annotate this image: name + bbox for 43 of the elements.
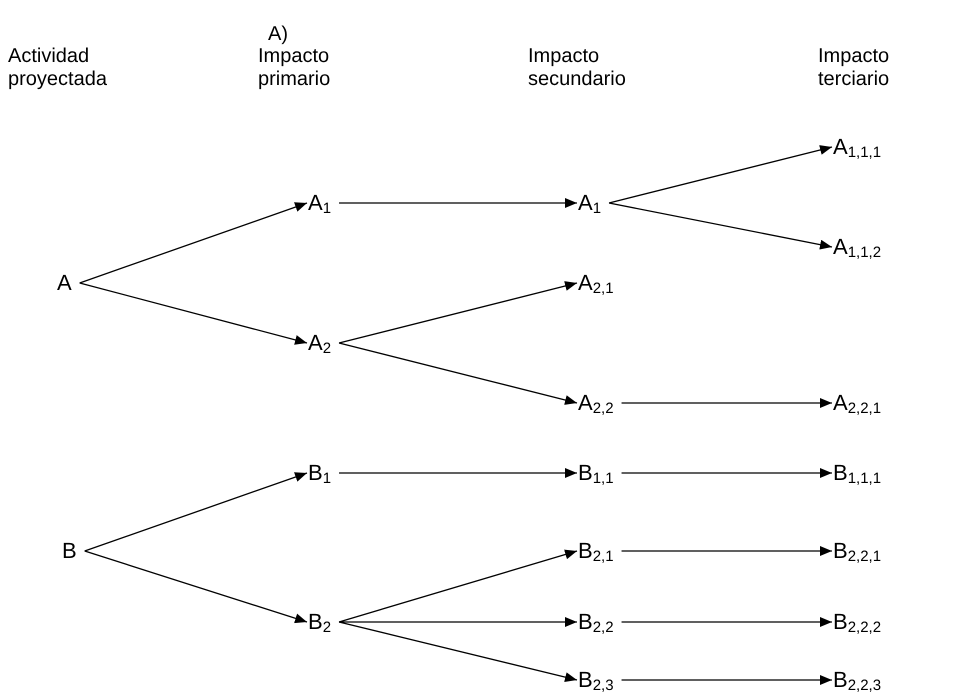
node-label: B$_{2,2,3}$ — [833, 667, 882, 693]
arrow — [622, 546, 832, 556]
arrow — [622, 617, 832, 627]
node-label: B$_{1}$ — [308, 460, 332, 486]
node-label: B$_{1,1}$ — [578, 460, 614, 486]
node-label: B$_{2,2,1}$ — [833, 538, 882, 564]
arrow — [338, 281, 578, 344]
arrow — [84, 472, 308, 552]
arrow — [84, 550, 308, 624]
node-label: A$_{1}$ — [308, 190, 332, 216]
arrow — [622, 675, 832, 685]
arrow — [338, 550, 578, 623]
node-label: B$_{2,2}$ — [578, 609, 614, 635]
node-label: B — [62, 538, 77, 564]
node-label: A — [57, 270, 72, 296]
node-label: A$_{2}$ — [308, 330, 332, 356]
node-label: B$_{2,3}$ — [578, 667, 614, 693]
arrow — [339, 617, 577, 627]
panel-label: A) — [268, 23, 289, 46]
column-header: Impacto terciario — [818, 45, 890, 91]
node-label: B$_{2,1}$ — [578, 538, 614, 564]
arrow — [608, 202, 832, 250]
node-label: B$_{2}$ — [308, 609, 332, 635]
node-label: A$_{1}$ — [578, 190, 602, 216]
column-header: Actividad proyectada — [8, 45, 108, 91]
arrow — [608, 145, 832, 204]
column-header: Impacto secundario — [528, 45, 627, 91]
arrow — [80, 282, 308, 345]
node-label: A$_{2,2,1}$ — [833, 390, 882, 416]
node-label: B$_{2,2,2}$ — [833, 609, 882, 635]
arrow — [338, 342, 578, 405]
column-header: Impacto primario — [258, 45, 332, 91]
node-label: A$_{1,1,1}$ — [833, 134, 882, 160]
node-label: A$_{2,2}$ — [578, 390, 614, 416]
arrow — [339, 468, 577, 478]
arrow — [79, 202, 308, 284]
node-label: A$_{2,1}$ — [578, 270, 614, 296]
arrow — [622, 398, 832, 408]
node-label: A$_{1,1,2}$ — [833, 234, 882, 260]
arrow — [338, 621, 578, 682]
arrow — [339, 198, 577, 208]
node-label: B$_{1,1,1}$ — [833, 460, 882, 486]
arrow — [622, 468, 832, 478]
